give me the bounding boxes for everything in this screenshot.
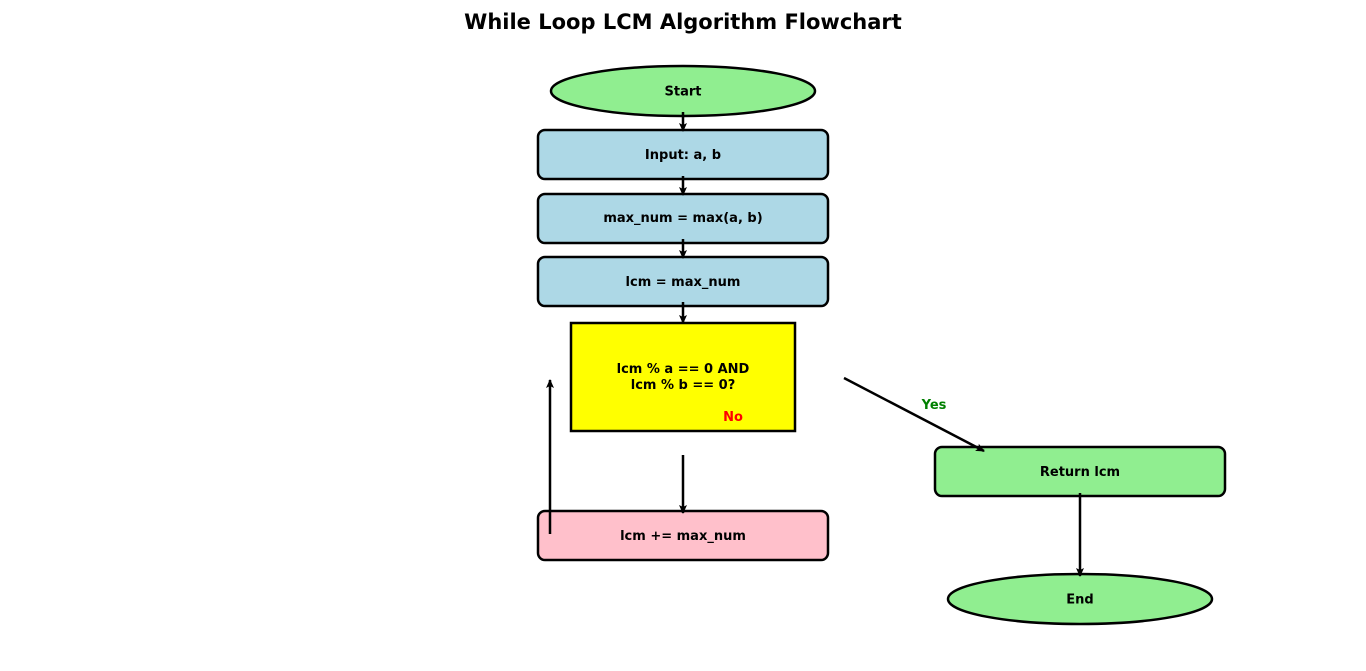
- condition-node: lcm % a == 0 AND lcm % b == 0?: [569, 321, 797, 433]
- start-node: Start: [549, 64, 817, 118]
- condition-label-line1: lcm % a == 0 AND: [617, 362, 750, 377]
- input-label: Input: a, b: [645, 148, 721, 163]
- end-label: End: [1066, 593, 1093, 608]
- lcm-init-label: lcm = max_num: [626, 275, 741, 290]
- end-node: End: [946, 572, 1214, 626]
- increment-node: lcm += max_num: [536, 509, 830, 562]
- no-label: No: [723, 410, 743, 425]
- max-num-label: max_num = max(a, b): [603, 211, 762, 226]
- max-num-node: max_num = max(a, b): [536, 192, 830, 245]
- arrow-condition-to-return: [843, 376, 985, 453]
- input-node: Input: a, b: [536, 128, 830, 181]
- condition-label-line2: lcm % b == 0?: [631, 378, 736, 393]
- lcm-init-node: lcm = max_num: [536, 255, 830, 308]
- increment-label: lcm += max_num: [620, 529, 746, 544]
- start-label: Start: [665, 85, 702, 100]
- condition-shape: [569, 321, 797, 433]
- return-label: Return lcm: [1040, 465, 1120, 480]
- diagram-title: While Loop LCM Algorithm Flowchart: [464, 10, 902, 34]
- return-node: Return lcm: [933, 445, 1227, 498]
- yes-label: Yes: [921, 398, 947, 413]
